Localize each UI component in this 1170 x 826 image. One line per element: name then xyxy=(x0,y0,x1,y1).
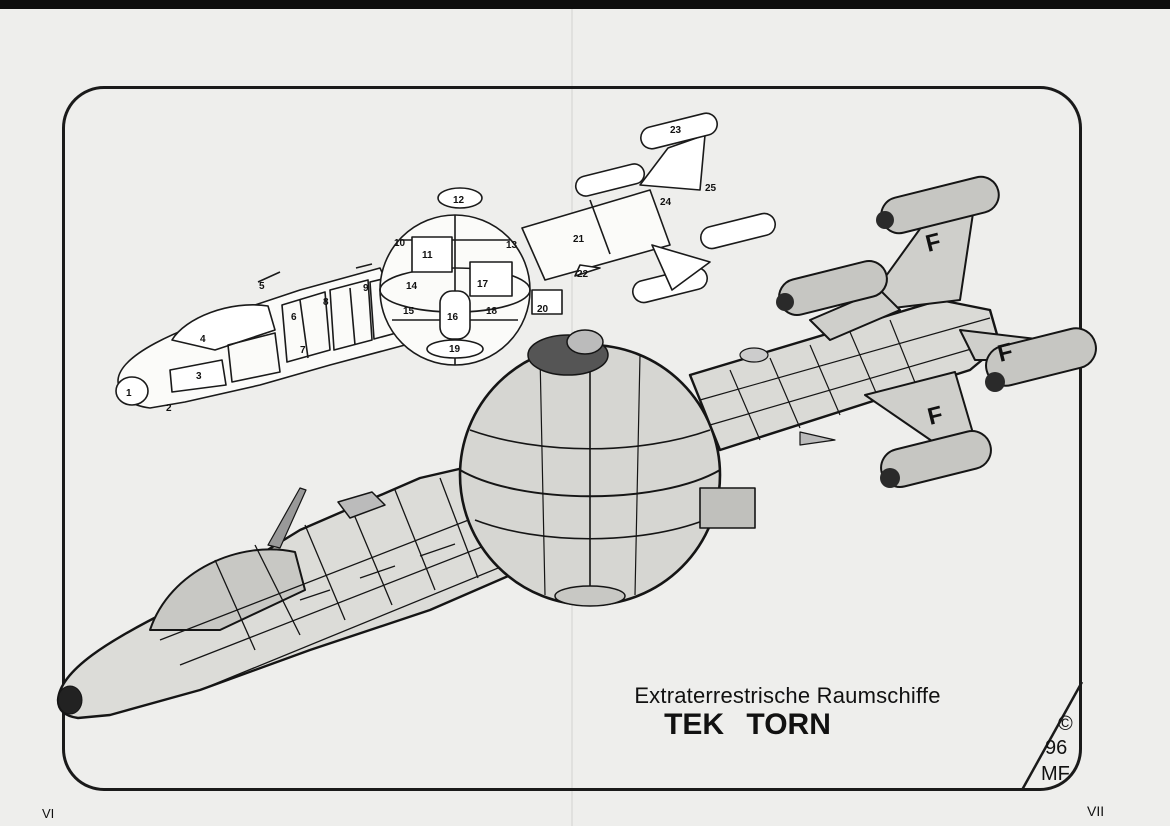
callout-2: 2 xyxy=(166,403,172,414)
copyright-year: 96 xyxy=(1045,737,1068,759)
callout-21: 21 xyxy=(573,234,585,245)
callout-15: 15 xyxy=(403,306,415,317)
callout-20: 20 xyxy=(537,304,549,315)
callout-23: 23 xyxy=(670,125,682,136)
callout-19: 19 xyxy=(449,344,461,355)
callout-25: 25 xyxy=(705,183,717,194)
copyright-initials: MF xyxy=(1041,763,1070,785)
callout-18: 18 xyxy=(486,306,498,317)
callout-1: 1 xyxy=(126,388,132,399)
diagram-callouts: 1 2 3 4 5 6 7 8 9 10 11 12 13 14 15 16 1… xyxy=(126,125,717,414)
hull-marking: F xyxy=(925,401,946,431)
hull-markings: F F F xyxy=(923,228,1016,431)
callout-16: 16 xyxy=(447,312,459,323)
callout-10: 10 xyxy=(394,238,406,249)
callout-12: 12 xyxy=(453,195,465,206)
callout-6: 6 xyxy=(291,312,297,323)
callout-3: 3 xyxy=(196,371,202,382)
callout-22: 22 xyxy=(577,269,589,280)
corner-divider-line xyxy=(1020,681,1084,791)
caption-title: TEK TORN xyxy=(664,708,831,741)
callout-11: 11 xyxy=(422,250,433,261)
callout-17: 17 xyxy=(477,279,489,290)
scan-top-border xyxy=(0,0,1170,9)
cutaway-spaceship-illustration-icon xyxy=(56,175,1097,720)
hull-marking: F xyxy=(923,228,944,258)
callout-14: 14 xyxy=(406,281,418,292)
page-number-right: VII xyxy=(1087,803,1105,819)
callout-4: 4 xyxy=(200,334,206,345)
callout-8: 8 xyxy=(323,297,329,308)
page-number-left: VI xyxy=(42,806,55,821)
callout-13: 13 xyxy=(506,240,518,251)
hull-marking: F xyxy=(995,338,1016,368)
callout-24: 24 xyxy=(660,197,672,208)
illustration-frame xyxy=(62,86,1082,791)
outline-spaceship-diagram-icon xyxy=(115,112,776,409)
caption-subtitle: Extraterrestrische Raumschiffe xyxy=(634,683,941,708)
callout-7: 7 xyxy=(300,345,306,356)
callout-5: 5 xyxy=(259,281,265,292)
copyright-symbol: © xyxy=(1058,713,1073,735)
callout-9: 9 xyxy=(363,283,369,294)
